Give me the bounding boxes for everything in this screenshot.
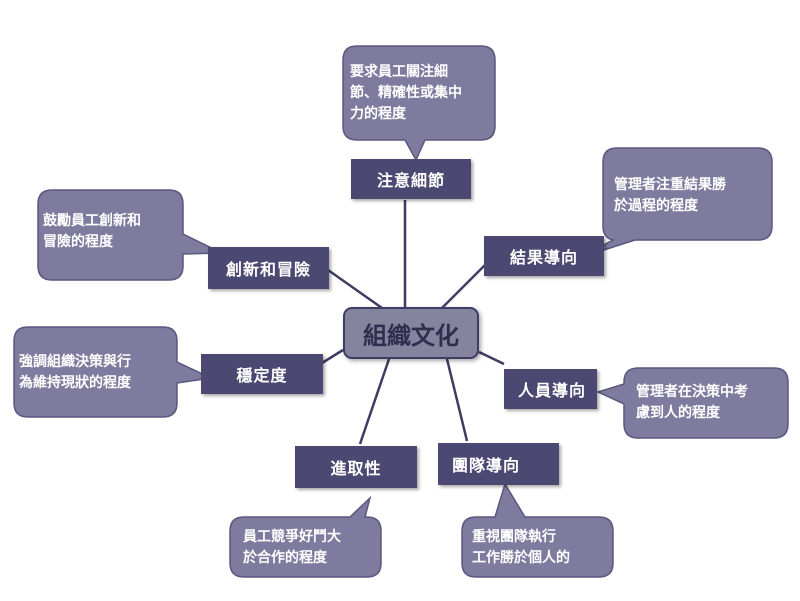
connector-outcome-orientation	[441, 261, 489, 309]
label-stability: 穩定度	[201, 354, 323, 394]
speech-bubble-stability	[13, 326, 214, 418]
speech-bubble-team-orientation	[461, 482, 614, 578]
label-attention-to-detail: 注意細節	[351, 159, 471, 199]
connector-lines	[321, 200, 505, 445]
label-people-orientation: 人員導向	[504, 369, 597, 409]
description-team-orientation: 重視團隊執行 工作勝於個人的	[472, 529, 570, 566]
label-outcome-orientation: 結果導向	[484, 236, 604, 276]
label-team-orientation: 團隊導向	[438, 443, 559, 485]
description-stability: 強調組織決策與行 為維持現狀的程度	[19, 354, 131, 391]
label-innovation-risk: 創新和冒險	[208, 247, 329, 289]
connector-people-orientation	[478, 350, 505, 366]
description-people-orientation: 管理者在決策中考 慮到人的程度	[636, 384, 748, 421]
speech-bubble-outcome-orientation	[578, 147, 773, 259]
description-outcome-orientation: 管理者注重結果勝 於過程的程度	[614, 177, 726, 214]
connector-innovation-risk	[327, 268, 383, 310]
label-aggressiveness: 進取性	[295, 446, 417, 488]
connector-stability	[321, 348, 344, 365]
description-aggressiveness: 員工競爭好鬥大 於合作的程度	[243, 529, 341, 566]
connector-aggressiveness	[358, 358, 391, 445]
speech-bubble-aggressiveness	[229, 495, 382, 578]
speech-bubble-people-orientation	[595, 367, 789, 439]
connector-team-orientation	[445, 358, 469, 442]
speech-bubble-attention-to-detail	[342, 45, 496, 162]
description-innovation-risk: 鼓勵員工創新和 冒險的程度	[43, 213, 141, 250]
center-node-organizational-culture: 組織文化	[343, 307, 479, 359]
description-attention-to-detail: 要求員工關注細 節、精確性或集中 力的程度	[350, 64, 462, 122]
speech-bubble-innovation-risk	[37, 189, 223, 281]
